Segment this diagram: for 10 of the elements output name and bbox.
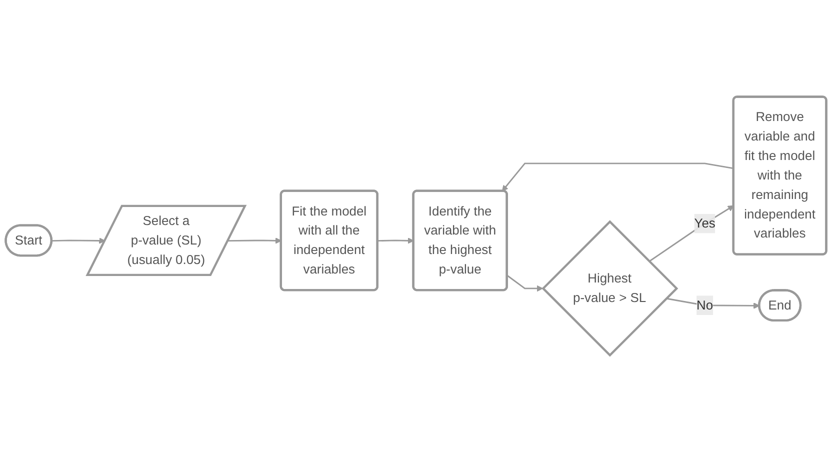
arrow xyxy=(506,274,544,292)
arrow xyxy=(52,238,106,244)
edge-label: No xyxy=(696,298,714,312)
arrow xyxy=(378,238,414,244)
node-diamond: Highest p-value > SL xyxy=(542,220,678,357)
arrow xyxy=(666,298,760,309)
edge-label: Yes xyxy=(694,216,716,230)
arrow xyxy=(502,162,734,192)
arrow xyxy=(648,205,734,262)
arrow xyxy=(228,238,282,244)
